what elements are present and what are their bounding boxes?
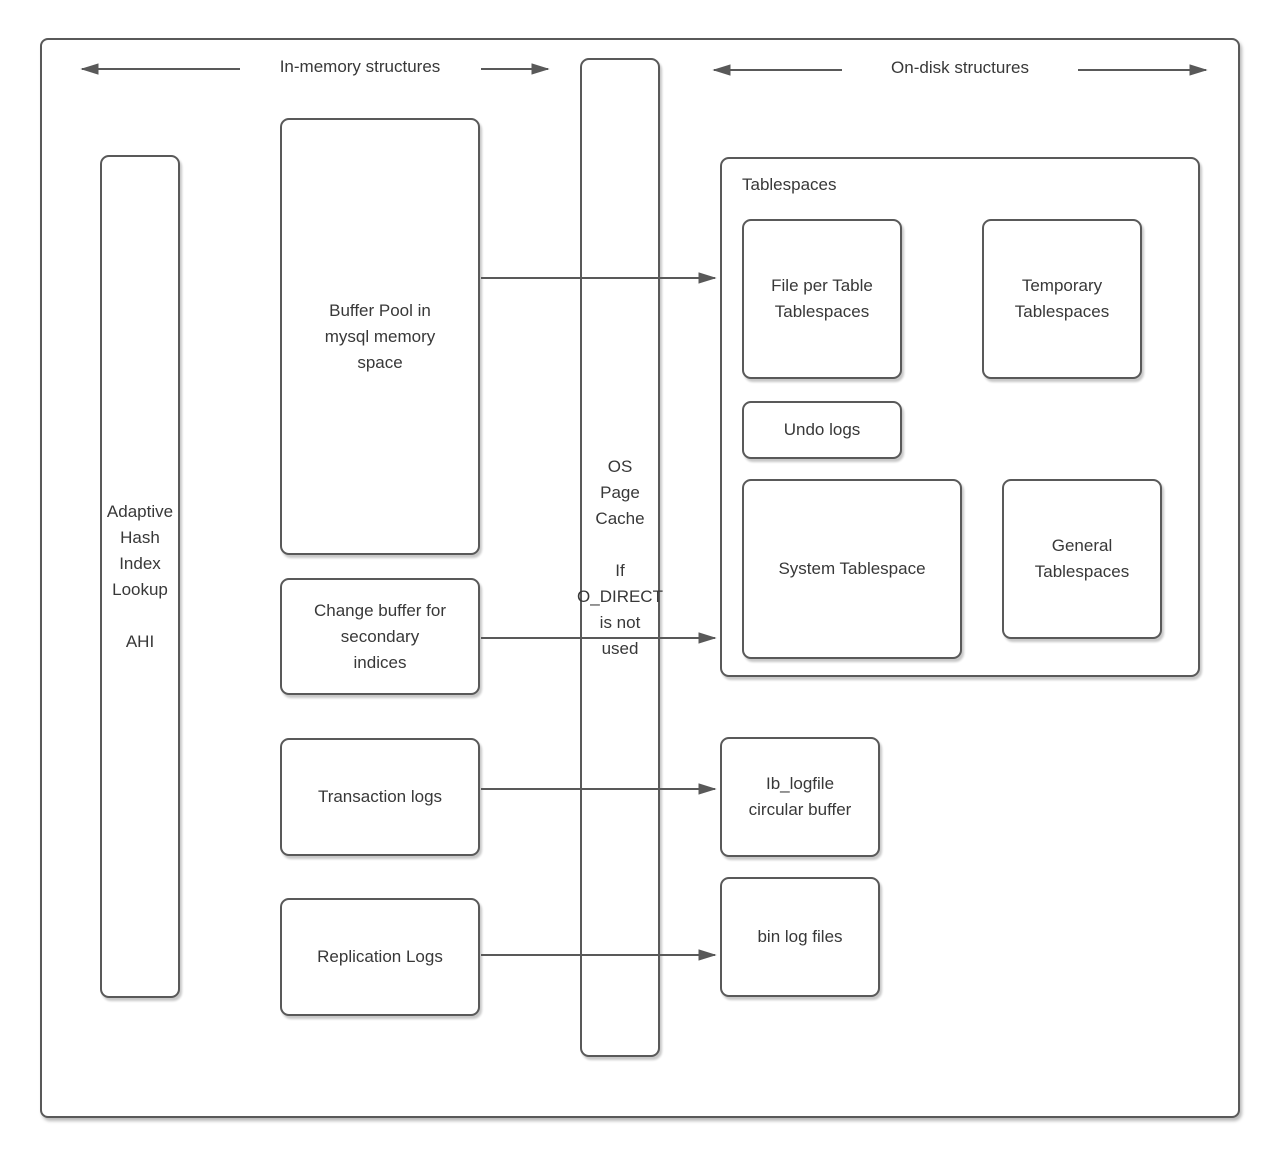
box-label-line: File per Table [771, 276, 873, 295]
box-label-line: Cache [595, 508, 645, 528]
box-label-line: Temporary [1021, 276, 1103, 295]
box-label-line: Undo logs [783, 420, 861, 439]
box-label-line: Hash [120, 527, 160, 547]
box-label-line: Lookup [112, 579, 168, 599]
tablespaces-group-title: Tablespaces [742, 175, 837, 194]
box-label-line: secondary [340, 626, 420, 646]
box-label-line: mysql memory [324, 326, 436, 346]
transaction-logs-box: Transaction logs [280, 738, 480, 856]
general-tablespaces-box: General Tablespaces [1002, 479, 1162, 639]
box-label-line: Index [119, 553, 161, 573]
box-label-line: Replication Logs [317, 947, 443, 966]
buffer-pool-box: Buffer Pool in mysql memory space [280, 118, 480, 555]
change-buffer-box: Change buffer for secondary indices [280, 578, 480, 695]
box-label-line: is not [599, 612, 641, 632]
box-label-line: indices [353, 652, 407, 672]
in-memory-structures-heading: In-memory structures [279, 57, 441, 76]
temporary-tablespaces-box: Temporary Tablespaces [982, 219, 1142, 379]
box-label-line: used [601, 638, 639, 658]
box-label-line: If [615, 560, 625, 580]
on-disk-structures-heading: On-disk structures [891, 58, 1029, 77]
file-per-table-tablespaces-box: File per Table Tablespaces [742, 219, 902, 379]
system-tablespace-box: System Tablespace [742, 479, 962, 659]
box-label-line: bin log files [757, 927, 843, 946]
box-label-line: General [1051, 536, 1113, 555]
box-label-line: circular buffer [748, 800, 852, 819]
box-label-line: Tablespaces [1014, 302, 1110, 321]
os-page-cache-box: OS Page Cache If O_DIRECT is not used [577, 58, 663, 1057]
adaptive-hash-index-box: Adaptive Hash Index Lookup AHI [100, 155, 180, 998]
box-label-line: Buffer Pool in [329, 300, 431, 320]
box-label-line: System Tablespace [778, 559, 926, 578]
undo-logs-box: Undo logs [742, 401, 902, 459]
box-label-line: OS [607, 456, 633, 476]
box-label-line: Page [600, 482, 640, 502]
box-label-line: AHI [125, 631, 155, 651]
tablespaces-group-box: Tablespaces File per Table Tablespaces T… [720, 157, 1200, 677]
box-label-line: Transaction logs [317, 787, 443, 806]
box-label-line: space [357, 352, 403, 372]
ib-logfile-box: Ib_logfile circular buffer [720, 737, 880, 857]
box-label-line: Adaptive [106, 501, 174, 521]
box-label-line: Change buffer for [314, 600, 446, 620]
bin-log-files-box: bin log files [720, 877, 880, 997]
replication-logs-box: Replication Logs [280, 898, 480, 1016]
box-label-line: Tablespaces [1034, 562, 1130, 581]
box-label-line: Tablespaces [774, 302, 870, 321]
box-label-line: O_DIRECT [577, 586, 663, 606]
box-label-line: Ib_logfile [765, 774, 835, 793]
